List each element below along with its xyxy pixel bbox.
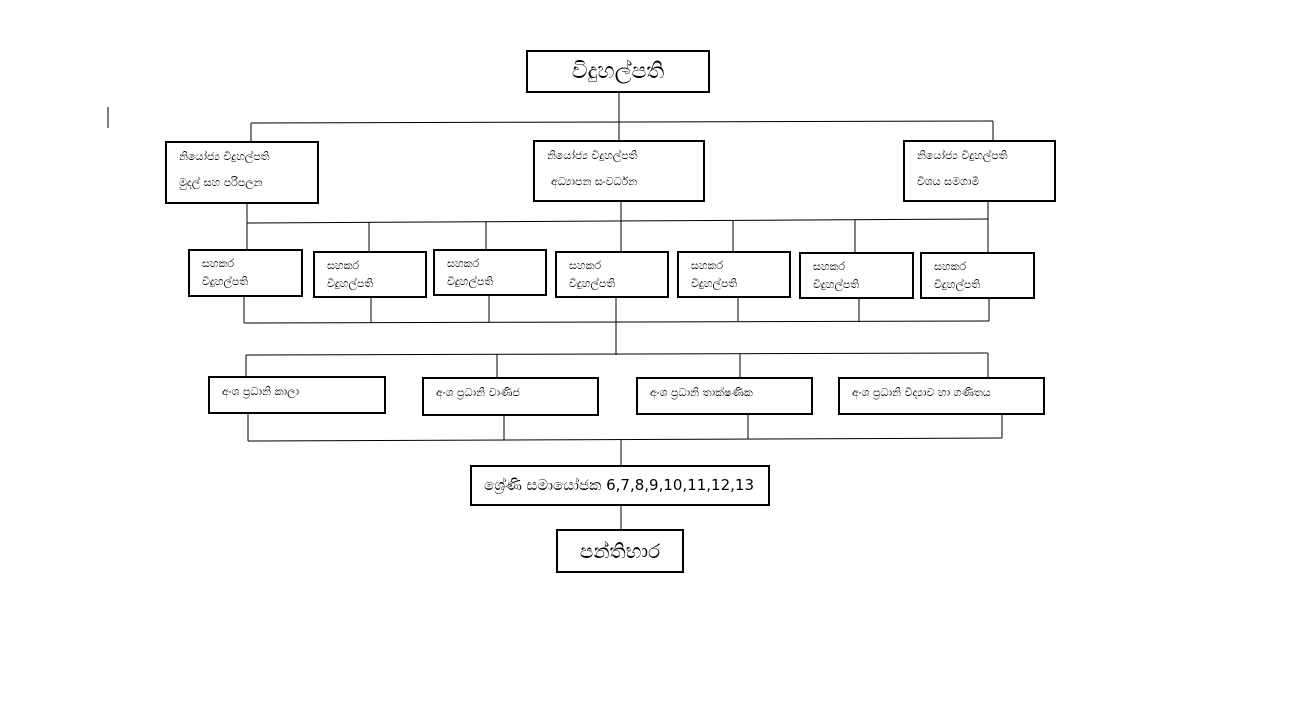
class-teacher-label: පන්තිභාර (579, 539, 661, 563)
assistant-title-2: විදුහල්පති (934, 278, 981, 291)
connector (247, 437, 1003, 442)
connector (245, 352, 989, 356)
grade-coordinator-box: ශ්‍රේණි සමායෝජක 6,7,8,9,10,11,12,13 (470, 465, 770, 506)
section-head-science-box: අංශ ප්‍රධානි විද්‍යාව හා ගණිතය (838, 377, 1045, 415)
assistant-title-2: විදුහල්පති (569, 277, 616, 290)
principal-box: විදුහල්පති (526, 50, 710, 93)
connector (250, 120, 994, 124)
section-head-arts-box: අංශ ප්‍රධානි කාලා (208, 376, 386, 414)
deputy-area: මුදල් සහ පරිපලන (179, 176, 263, 189)
assistant-title-2: විදුහල්පති (202, 275, 249, 288)
assistant-title: සහකර (934, 260, 967, 273)
assistant-title-2: විදුහල්පති (447, 275, 494, 288)
section-head-label: අංශ ප්‍රධානි තාක්ෂණික (650, 386, 753, 399)
assistant-principal-box: සහකර විදුහල්පති (188, 249, 303, 297)
principal-label: විදුහල්පති (571, 59, 665, 84)
section-head-commerce-box: අංශ ප්‍රධානි වාණිජ (422, 377, 599, 416)
assistant-title: සහකර (569, 259, 602, 272)
deputy-title: නියෝජ්‍ය විදුහල්පති (917, 149, 1008, 162)
assistant-principal-box: සහකර විදුහල්පති (920, 252, 1035, 299)
deputy-principal-education-box: නියෝජ්‍ය විදුහල්පති අධ්‍යාපන සංවර්ධන (533, 140, 705, 202)
connector (246, 218, 989, 224)
section-head-label: අංශ ප්‍රධානි විද්‍යාව හා ගණිතය (852, 386, 991, 399)
assistant-title-2: විදුහල්පති (691, 277, 738, 290)
deputy-title: නියෝජ්‍ය විදුහල්පති (179, 150, 270, 163)
grade-coordinator-label: ශ්‍රේණි සමායෝජක 6,7,8,9,10,11,12,13 (484, 476, 754, 494)
section-head-technology-box: අංශ ප්‍රධානි තාක්ෂණික (636, 377, 813, 415)
deputy-principal-finance-box: නියෝජ්‍ය විදුහල්පති මුදල් සහ පරිපලන (165, 141, 319, 204)
assistant-principal-box: සහකර විදුහල්පති (555, 251, 669, 298)
connector (243, 320, 990, 324)
assistant-title-2: විදුහල්පති (813, 278, 860, 291)
section-head-label: අංශ ප්‍රධානි කාලා (222, 385, 300, 398)
assistant-title: සහකර (327, 259, 360, 272)
class-teacher-box: පන්තිභාර (556, 529, 684, 573)
assistant-title: සහකර (691, 259, 724, 272)
assistant-title-2: විදුහල්පති (327, 277, 374, 290)
assistant-title: සහකර (813, 260, 846, 273)
assistant-title: සහකර (202, 257, 235, 270)
deputy-title: නියෝජ්‍ය විදුහල්පති (547, 149, 638, 162)
assistant-principal-box: සහකර විදුහල්පති (677, 251, 791, 298)
assistant-principal-box: සහකර විදුහල්පති (433, 249, 547, 296)
section-head-label: අංශ ප්‍රධානි වාණිජ (436, 386, 520, 399)
assistant-principal-box: සහකර විදුහල්පති (799, 252, 914, 299)
deputy-principal-cocurricular-box: නියෝජ්‍ය විදුහල්පති විශය සමගාමී (903, 140, 1056, 202)
deputy-area: විශය සමගාමී (917, 175, 980, 188)
assistant-title: සහකර (447, 257, 480, 270)
deputy-area: අධ්‍යාපන සංවර්ධන (551, 175, 638, 188)
assistant-principal-box: සහකර විදුහල්පති (313, 251, 427, 298)
